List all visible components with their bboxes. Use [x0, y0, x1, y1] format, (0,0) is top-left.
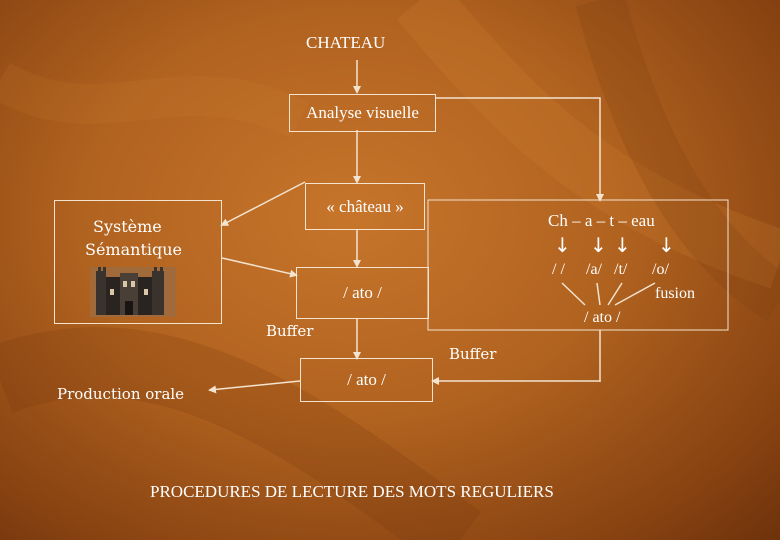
oral-production: Production orale: [57, 387, 184, 402]
buffer-left: Buffer: [266, 324, 313, 339]
footer-title: PROCEDURES DE LECTURE DES MOTS REGULIERS: [150, 483, 554, 500]
buffer-right: Buffer: [449, 347, 496, 362]
buffer-output-box: / ato /: [300, 358, 433, 402]
buffer-output-label: / ato /: [347, 370, 386, 390]
